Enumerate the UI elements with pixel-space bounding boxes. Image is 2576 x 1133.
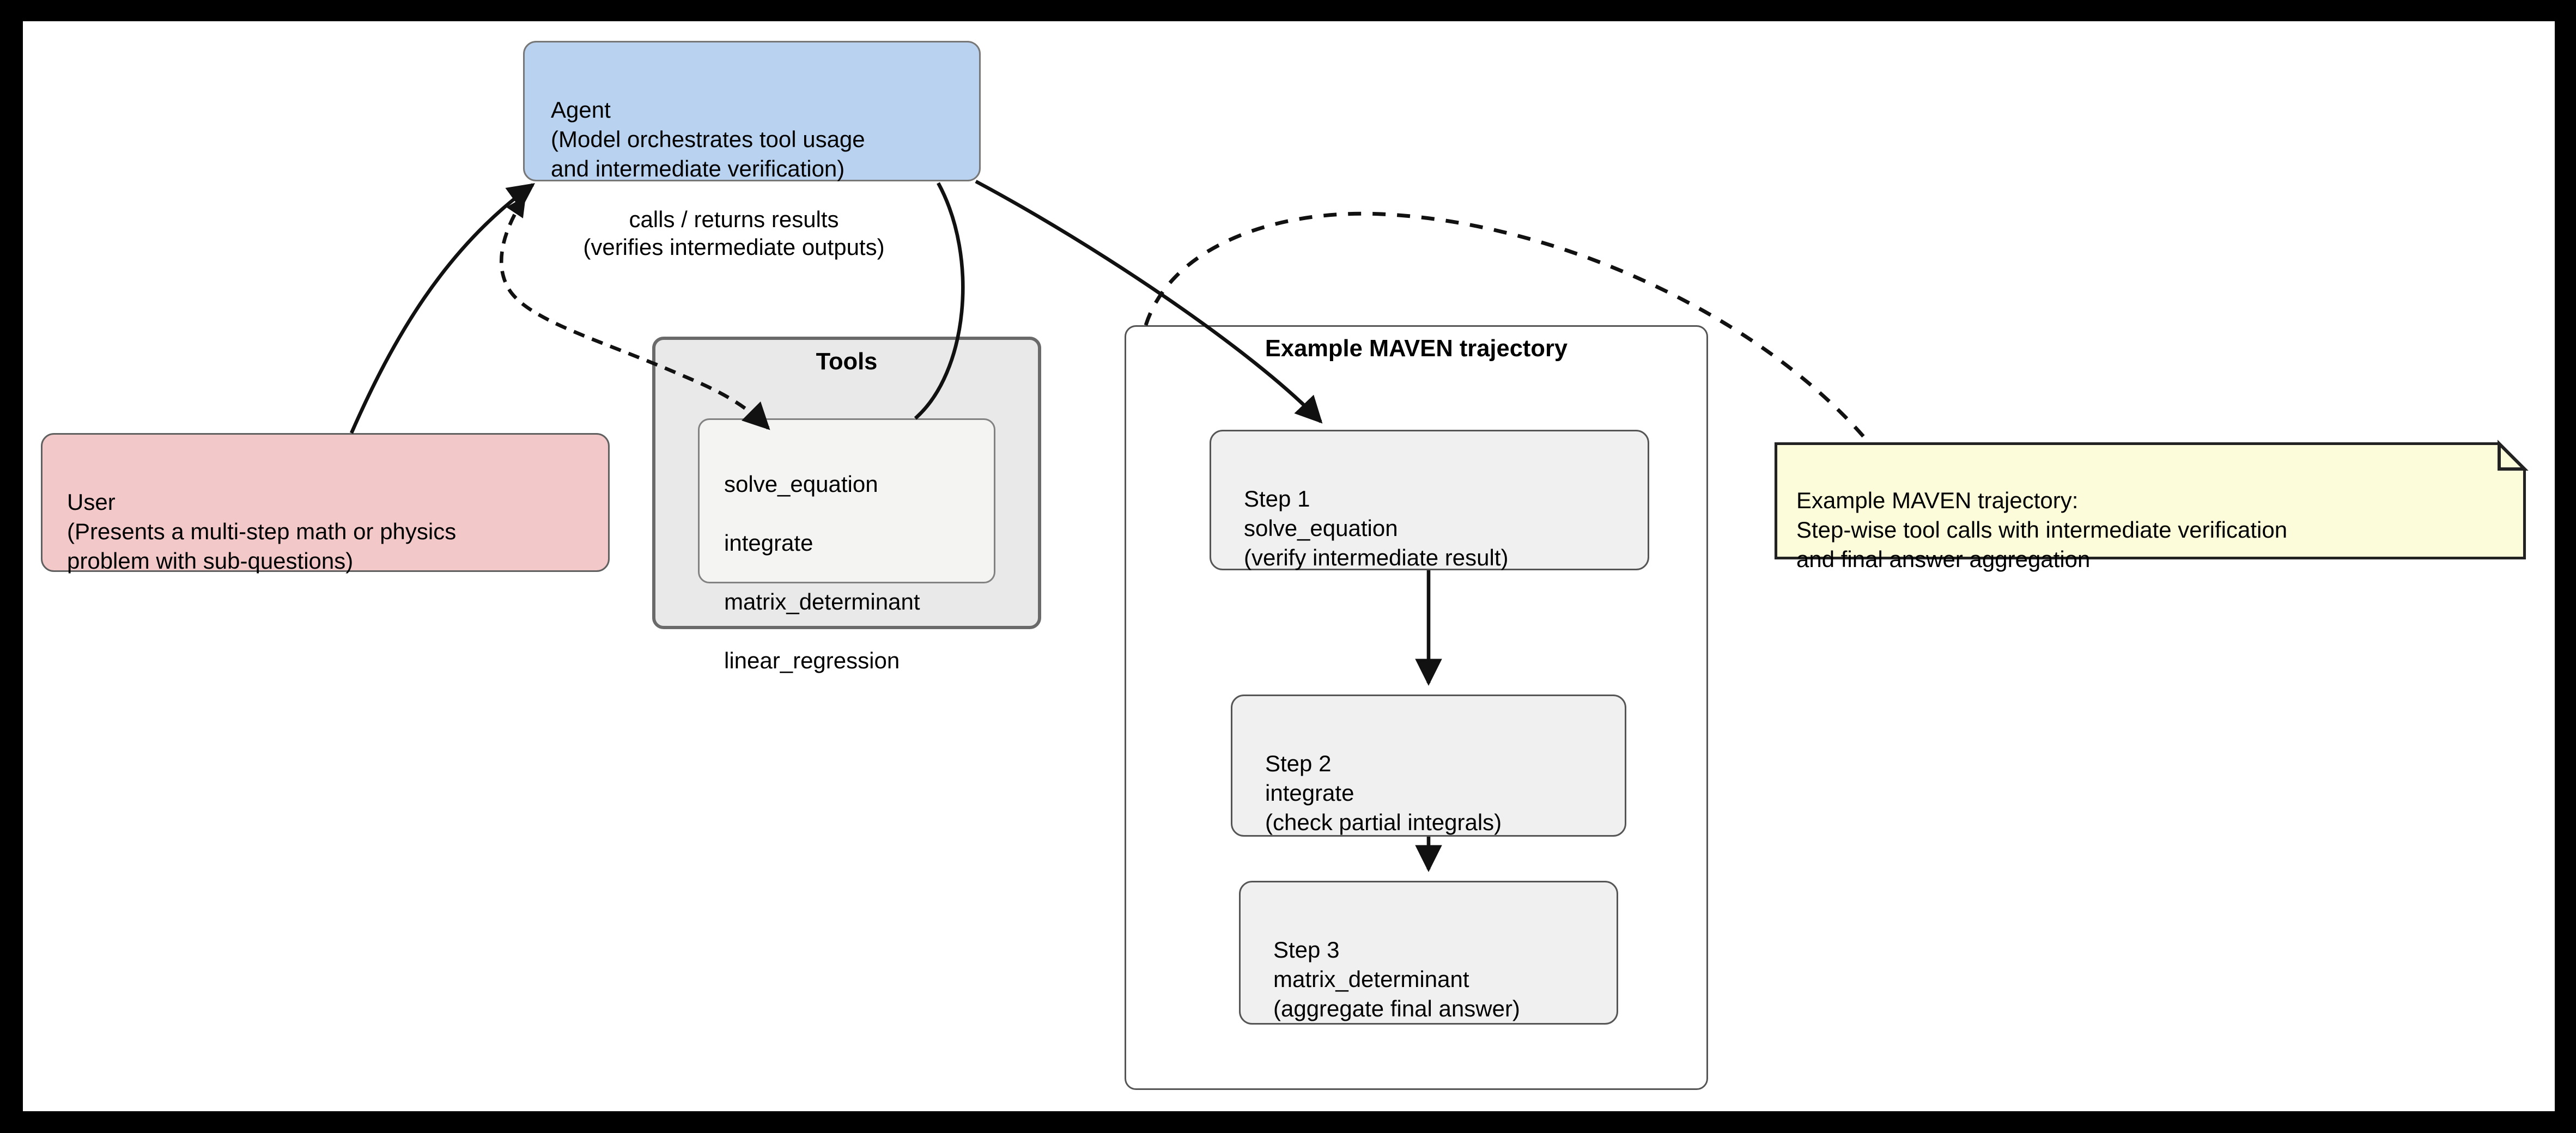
user-label: User (Presents a multi-step math or phys… — [67, 489, 457, 574]
tools-cluster-title: Tools — [816, 350, 878, 376]
user-node: User (Presents a multi-step math or phys… — [41, 433, 610, 574]
edge-label-calls-returns: calls / returns results (verifies interm… — [583, 206, 885, 260]
step1-node: Step 1 solve_equation (verify intermedia… — [1210, 430, 1649, 570]
step2-label: Step 2 integrate (check partial integral… — [1265, 750, 1502, 835]
tool-item-linear-regression: linear_regression — [724, 647, 900, 673]
note-node: Example MAVEN trajectory: Step-wise tool… — [1775, 443, 2525, 572]
tool-item-solve-equation: solve_equation — [724, 471, 878, 497]
trajectory-cluster-title: Example MAVEN trajectory — [1265, 337, 1568, 363]
agent-node: Agent (Model orchestrates tool usage and… — [523, 41, 981, 181]
tool-item-matrix-determinant: matrix_determinant — [724, 588, 920, 614]
step1-label: Step 1 solve_equation (verify intermedia… — [1244, 485, 1509, 570]
tools-list-node: solve_equation integrate matrix_determin… — [698, 418, 995, 673]
step3-label: Step 3 matrix_determinant (aggregate fin… — [1273, 936, 1520, 1021]
step2-node: Step 2 integrate (check partial integral… — [1231, 695, 1626, 837]
tool-item-integrate: integrate — [724, 529, 813, 556]
step3-node: Step 3 matrix_determinant (aggregate fin… — [1239, 881, 1618, 1025]
agent-label: Agent (Model orchestrates tool usage and… — [551, 96, 865, 181]
